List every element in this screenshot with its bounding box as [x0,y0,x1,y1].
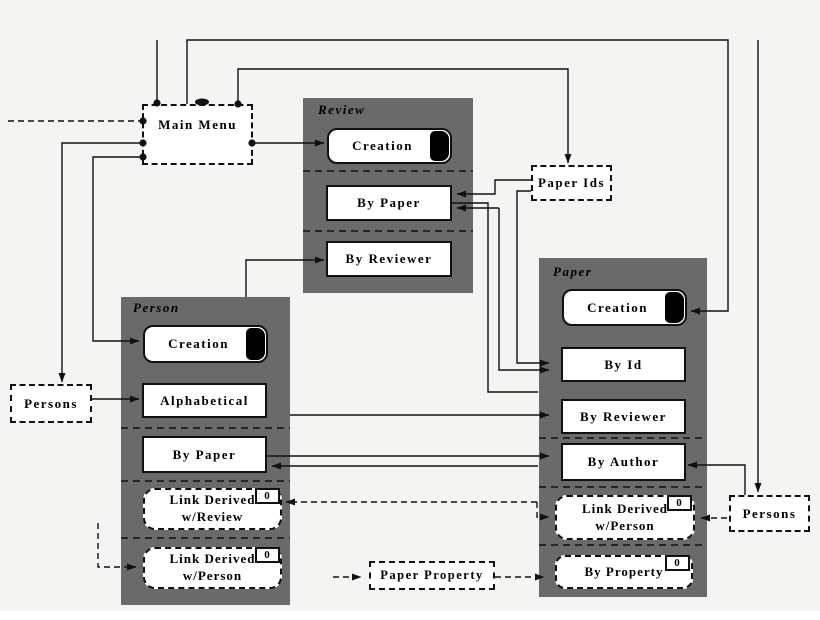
paper-creation-label: Creation [587,299,648,315]
person-alphabetical-label: Alphabetical [160,392,249,408]
paper-by-reviewer-node: By Reviewer [561,399,686,434]
link-derived-review-label-line2: w/Review [181,509,244,524]
paper-by-author-node: By Author [561,443,686,481]
paper-by-author-label: By Author [587,454,660,469]
creation-black-cap [430,131,449,161]
paper-by-reviewer-label: By Reviewer [580,408,667,424]
persons-right-node: Persons [729,495,810,532]
person-container-title: Person [133,300,180,315]
person-by-paper-node: By Paper [142,436,267,473]
zero-badge: 0 [667,495,692,511]
main-menu-label: Main Menu [158,117,237,132]
link-derived-person-label-line2: w/Person [595,517,655,533]
paper-by-property-label: By Property [584,563,664,579]
paper-by-property-node: By Property 0 [555,555,693,589]
paper-property-node: Paper Property [369,561,495,590]
review-by-reviewer-label: By Reviewer [345,251,433,266]
persons-left-label: Persons [24,395,78,411]
person-alphabetical-node: Alphabetical [142,383,267,418]
paper-ids-label: Paper Ids [537,175,606,190]
paper-property-label: Paper Property [380,568,484,582]
person-by-paper-label: By Paper [172,446,237,462]
persons-right-label: Persons [742,505,797,521]
person-creation-node: Creation [143,325,268,363]
review-by-paper-node: By Paper [326,185,452,221]
review-container-title: Review [318,102,366,117]
review-creation-node: Creation [327,128,452,164]
person-creation-label: Creation [168,336,229,351]
link-derived-person-label-line1: Link Derived [581,500,669,516]
zero-badge: 0 [665,555,690,571]
link-derived-person-label-line1: Link Derived [169,551,256,567]
paper-by-id-node: By Id [561,347,686,382]
bottom-white-strip [0,611,820,620]
review-by-paper-label: By Paper [357,195,421,210]
paper-link-derived-person-node: Link Derived w/Person 0 [555,495,695,540]
paper-ids-node: Paper Ids [531,165,612,201]
review-creation-label: Creation [352,138,413,153]
link-derived-person-label-line2: w/Person [182,568,243,583]
person-link-derived-person-node: Link Derived w/Person 0 [143,547,282,589]
creation-black-cap [665,292,684,323]
main-menu-node: Main Menu [142,104,253,165]
paper-creation-node: Creation [562,289,687,326]
review-by-reviewer-node: By Reviewer [326,241,452,277]
link-derived-review-label-line1: Link Derived [169,492,256,508]
persons-left-node: Persons [10,384,92,423]
paper-by-id-label: By Id [604,356,643,372]
creation-black-cap [246,328,265,360]
zero-badge: 0 [255,547,280,563]
zero-badge: 0 [255,488,280,504]
paper-container-title: Paper [553,264,593,279]
person-link-derived-review-node: Link Derived w/Review 0 [143,488,282,530]
